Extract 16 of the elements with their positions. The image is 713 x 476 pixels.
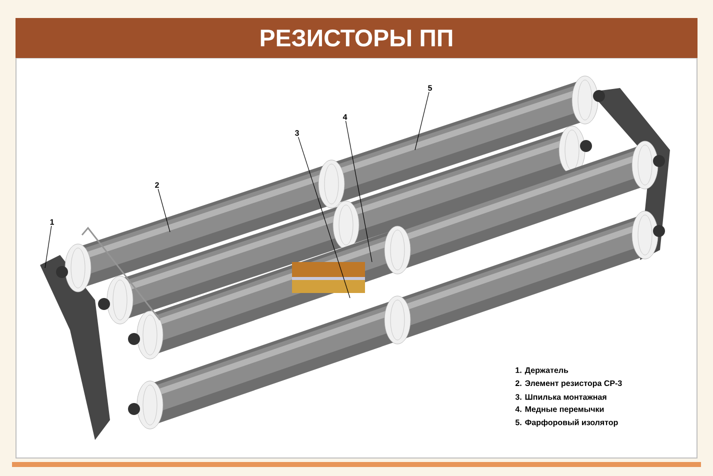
- parts-list-item: 1. Держатель: [516, 367, 568, 375]
- callout-number: 4: [342, 114, 348, 120]
- callout-number: 2: [155, 182, 159, 188]
- callout-number: 3: [294, 130, 299, 136]
- parts-list-item: 5. Фарфоровый изолятор: [515, 419, 618, 427]
- parts-list-item: 3. Шпилька монтажная: [515, 394, 606, 400]
- parts-list-item: 4. Медные перемычки: [515, 406, 604, 414]
- leader-line: [158, 188, 170, 232]
- callout-number: 5: [428, 85, 432, 91]
- leader-line: [298, 136, 350, 298]
- leader-line: [44, 226, 52, 268]
- title-bar: РЕЗИСТОРЫ ПП: [16, 18, 698, 58]
- parts-list-item: 2. Элемент резистора СР-3: [515, 380, 622, 388]
- callout-number: 1: [50, 219, 54, 225]
- leader-line: [345, 120, 372, 262]
- leader-line: [414, 92, 430, 150]
